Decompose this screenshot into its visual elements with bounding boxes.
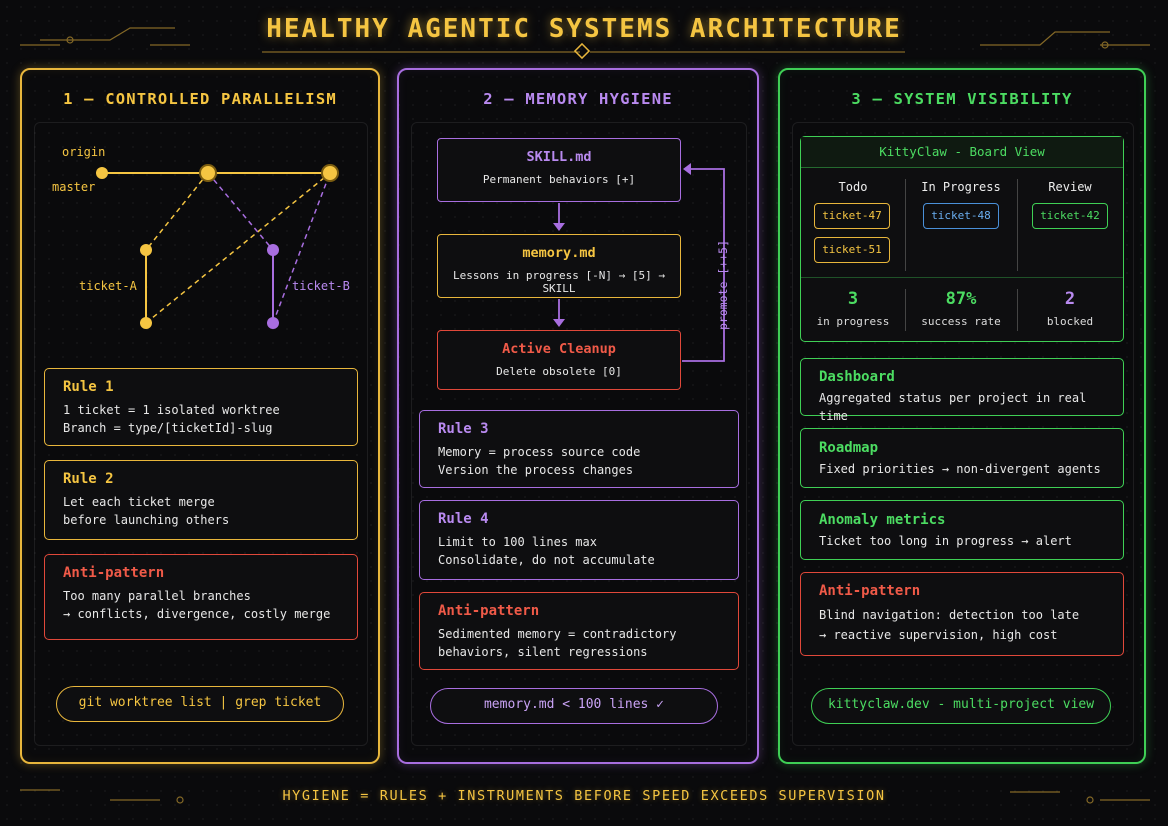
command-pill: memory.md < 100 lines ✓ [430,688,718,724]
flow-heading: memory.md [522,245,596,261]
card-heading: Roadmap [819,440,879,456]
panel-inner-frame [792,122,1134,746]
rule-heading: Rule 1 [63,379,114,395]
origin-label: origin [62,145,106,159]
commit-node [199,164,217,182]
rule-4-card: Rule 4 Limit to 100 lines max Consolidat… [419,500,739,580]
memory-md-box: memory.md Lessons in progress [-N] → [5]… [437,234,681,298]
anti-pattern-heading: Anti-pattern [438,603,540,619]
active-cleanup-box: Active Cleanup Delete obsolete [0] [437,330,681,390]
anti-pattern-line: Sedimented memory = contradictory [438,627,677,641]
card-heading: Dashboard [819,369,895,385]
roadmap-card: Roadmap Fixed priorities → non-divergent… [800,428,1124,488]
column-in-progress: In Progress [921,180,1001,194]
card-text: Aggregated status per project in real ti… [819,391,1087,423]
panel-inner-frame [34,122,368,746]
flow-heading: SKILL.md [526,149,592,165]
column-divider [905,179,906,271]
commit-node [140,244,152,256]
skill-md-box: SKILL.md Permanent behaviors [+] [437,138,681,202]
anti-pattern-heading: Anti-pattern [819,583,921,599]
metric-label: success rate [921,315,1001,328]
rule-1-card: Rule 1 1 ticket = 1 isolated worktree Br… [44,368,358,446]
card-text: Fixed priorities → non-divergent agents [819,462,1101,476]
commit-node [267,244,279,256]
panel-title: 3 — SYSTEM VISIBILITY [851,90,1073,108]
rule-line: Version the process changes [438,463,634,477]
rule-line: 1 ticket = 1 isolated worktree [63,403,280,417]
flow-text: Lessons in progress [-N] → [5] → SKILL [453,269,665,295]
memory-flow-arrows [553,163,725,362]
metric-blocked: 2 blocked [1017,289,1123,328]
rule-line: Branch = type/[ticketId]-slug [63,421,273,435]
git-branch-graph [96,164,339,329]
metric-divider [1017,289,1018,331]
metric-label: blocked [1046,315,1094,328]
anti-pattern-line: Too many parallel branches [63,589,251,603]
ticket-b-label: ticket-B [292,279,350,293]
rule-line: before launching others [63,513,230,527]
ticket-a-label: ticket-A [79,279,137,293]
anti-pattern-card: Anti-pattern Blind navigation: detection… [800,572,1124,656]
card-text: Ticket too long in progress → alert [819,534,1072,548]
rule-2-card: Rule 2 Let each ticket merge before laun… [44,460,358,540]
ticket-card[interactable]: ticket-48 [923,203,999,229]
panel-title: 2 — MEMORY HYGIENE [483,90,673,108]
anti-pattern-line: behaviors, silent regressions [438,645,648,659]
metric-value: 87% [945,289,977,309]
anti-pattern-line: Blind navigation: detection too late [819,608,1080,622]
ticket-card[interactable]: ticket-51 [814,237,890,263]
anti-pattern-line: → conflicts, divergence, costly merge [63,607,331,621]
rule-heading: Rule 3 [438,421,489,437]
ticket-card[interactable]: ticket-47 [814,203,890,229]
rule-3-card: Rule 3 Memory = process source code Vers… [419,410,739,488]
metric-value: 3 [847,289,859,309]
anti-pattern-line: → reactive supervision, high cost [819,628,1058,642]
board-title: KittyClaw - Board View [801,137,1123,168]
commit-node [267,317,279,329]
board-view: KittyClaw - Board View Todo In Progress … [800,136,1124,342]
master-label: master [52,180,96,194]
metrics-divider [801,277,1123,278]
card-heading: Anomaly metrics [819,512,946,528]
commit-node [140,317,152,329]
rule-line: Memory = process source code [438,445,641,459]
column-divider [1017,179,1018,271]
panel-memory-hygiene: 2 — MEMORY HYGIENE SKILL.md Permanent be… [397,68,759,764]
flow-text: Permanent behaviors [+] [482,173,636,186]
rule-heading: Rule 4 [438,511,489,527]
rule-heading: Rule 2 [63,471,114,487]
footer-tagline: HYGIENE = RULES + INSTRUMENTS BEFORE SPE… [282,788,886,804]
panel-system-visibility: 3 — SYSTEM VISIBILITY KittyClaw - Board … [778,68,1146,764]
metric-value: 2 [1064,289,1076,309]
rule-line: Let each ticket merge [63,495,215,509]
column-todo: Todo [838,180,868,194]
anti-pattern-heading: Anti-pattern [63,565,165,581]
ticket-card[interactable]: ticket-42 [1032,203,1108,229]
metric-label: in progress [816,315,890,328]
command-pill: kittyclaw.dev - multi-project view [811,688,1111,724]
commit-node [321,164,339,182]
metric-divider [905,289,906,331]
panel-controlled-parallelism: 1 — CONTROLLED PARALLELISM origin master… [20,68,380,764]
anomaly-metrics-card: Anomaly metrics Ticket too long in progr… [800,500,1124,560]
command-pill: git worktree list | grep ticket [56,686,344,722]
panel-title: 1 — CONTROLLED PARALLELISM [63,90,337,108]
flow-text: Delete obsolete [0] [496,365,622,378]
rule-line: Limit to 100 lines max [438,535,597,549]
page-title: HEALTHY AGENTIC SYSTEMS ARCHITECTURE [266,14,902,44]
metric-success-rate: 87% success rate [905,289,1017,328]
flow-heading: Active Cleanup [502,341,616,357]
dashboard-card: Dashboard Aggregated status per project … [800,358,1124,423]
column-review: Review [1048,180,1092,194]
promote-label: promote [++5] [716,240,730,331]
anti-pattern-card: Anti-pattern Sedimented memory = contrad… [419,592,739,670]
metric-in-progress: 3 in progress [801,289,905,328]
anti-pattern-card: Anti-pattern Too many parallel branches … [44,554,358,640]
commit-node [96,167,108,179]
panel-inner-frame [411,122,747,746]
rule-line: Consolidate, do not accumulate [438,553,655,567]
